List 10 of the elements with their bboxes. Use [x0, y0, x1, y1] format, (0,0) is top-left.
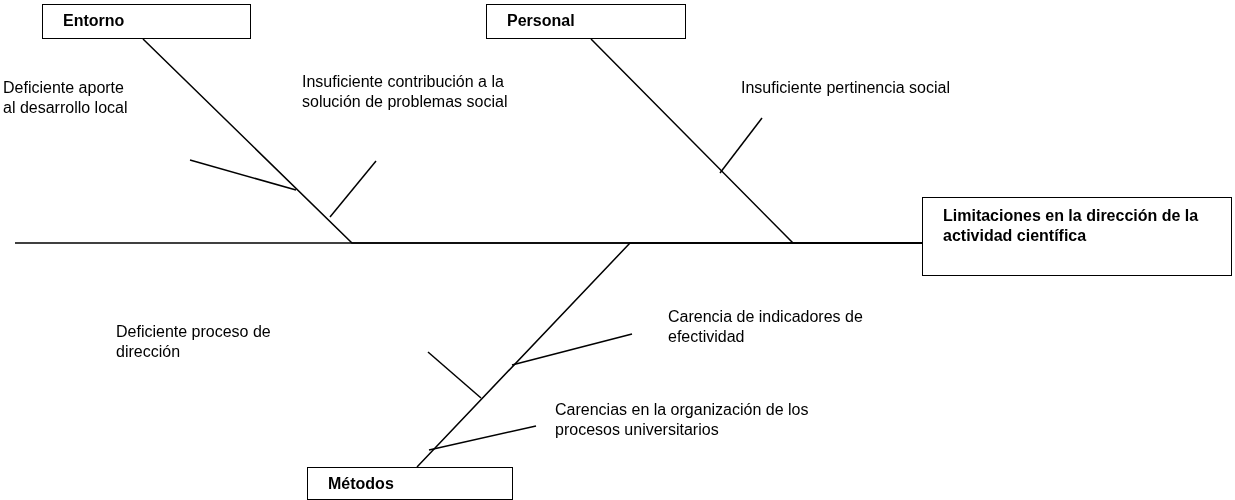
- category-box: Limitaciones en la dirección de la actividad científica: [922, 197, 1232, 276]
- cause-text: Insuficiente contribución a la solución de problemas social: [302, 72, 509, 112]
- cause-text: Deficiente aporte al desarrollo local: [3, 78, 129, 118]
- cause-text: Insuficiente pertinencia social: [741, 78, 951, 98]
- cause-text: Carencia de indicadores de efectividad: [668, 307, 864, 347]
- cause-text: Deficiente proceso de dirección: [116, 322, 272, 362]
- category-box: Personal: [486, 4, 686, 39]
- category-box: Métodos: [307, 467, 513, 500]
- cause-text: Carencias en la organización de los procesos universitarios: [555, 400, 810, 440]
- category-box: Entorno: [42, 4, 251, 39]
